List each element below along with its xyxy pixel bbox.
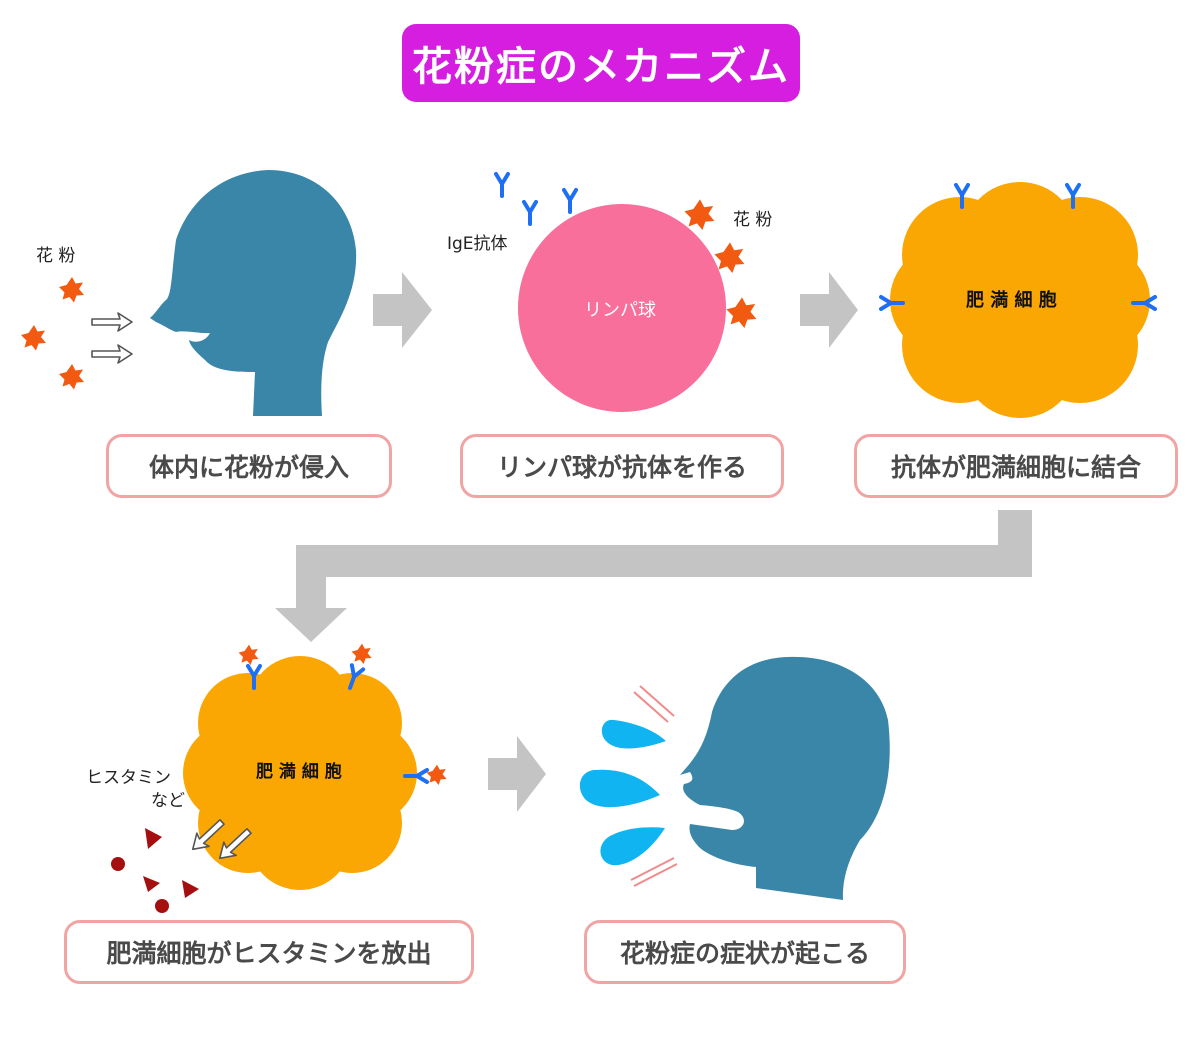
step-arrow: [488, 736, 546, 812]
inhale-arrows: [91, 312, 133, 364]
step-arrow: [800, 272, 858, 348]
mast-cell-label: 肥 満 細 胞: [256, 762, 342, 782]
histamine-label: ヒスタミン: [86, 768, 171, 788]
step-caption-4: 肥満細胞がヒスタミンを放出: [64, 920, 474, 984]
step-caption-2: リンパ球が抗体を作る: [460, 434, 784, 498]
head-sneeze: [680, 656, 890, 900]
sneeze-lines: [630, 685, 678, 887]
histamine-label-sub: など: [151, 791, 185, 811]
ige-antibody-label: IgE抗体: [447, 234, 508, 254]
pollen-grain: [21, 277, 84, 390]
mast-cell: [890, 182, 1150, 418]
ige-antibody: [494, 172, 578, 226]
step-arrow: [275, 510, 1032, 642]
step-caption-3: 抗体が肥満細胞に結合: [854, 434, 1178, 498]
pollen-label: 花 粉: [733, 210, 773, 230]
mast-cell-label: 肥 満 細 胞: [966, 290, 1057, 311]
lymphocyte-cell: [518, 204, 726, 412]
pollen-label: 花 粉: [36, 246, 76, 266]
step-caption-5: 花粉症の症状が起こる: [584, 920, 906, 984]
diagram-title: 花粉症のメカニズム: [402, 24, 800, 102]
histamine-particles: [111, 828, 199, 913]
head-inhale: [150, 170, 357, 416]
step-arrow: [373, 272, 432, 348]
sneeze-droplets: [579, 719, 666, 866]
mast-cell: [183, 656, 417, 890]
lymphocyte-label: リンパ球: [584, 300, 656, 321]
step-caption-1: 体内に花粉が侵入: [106, 434, 392, 498]
